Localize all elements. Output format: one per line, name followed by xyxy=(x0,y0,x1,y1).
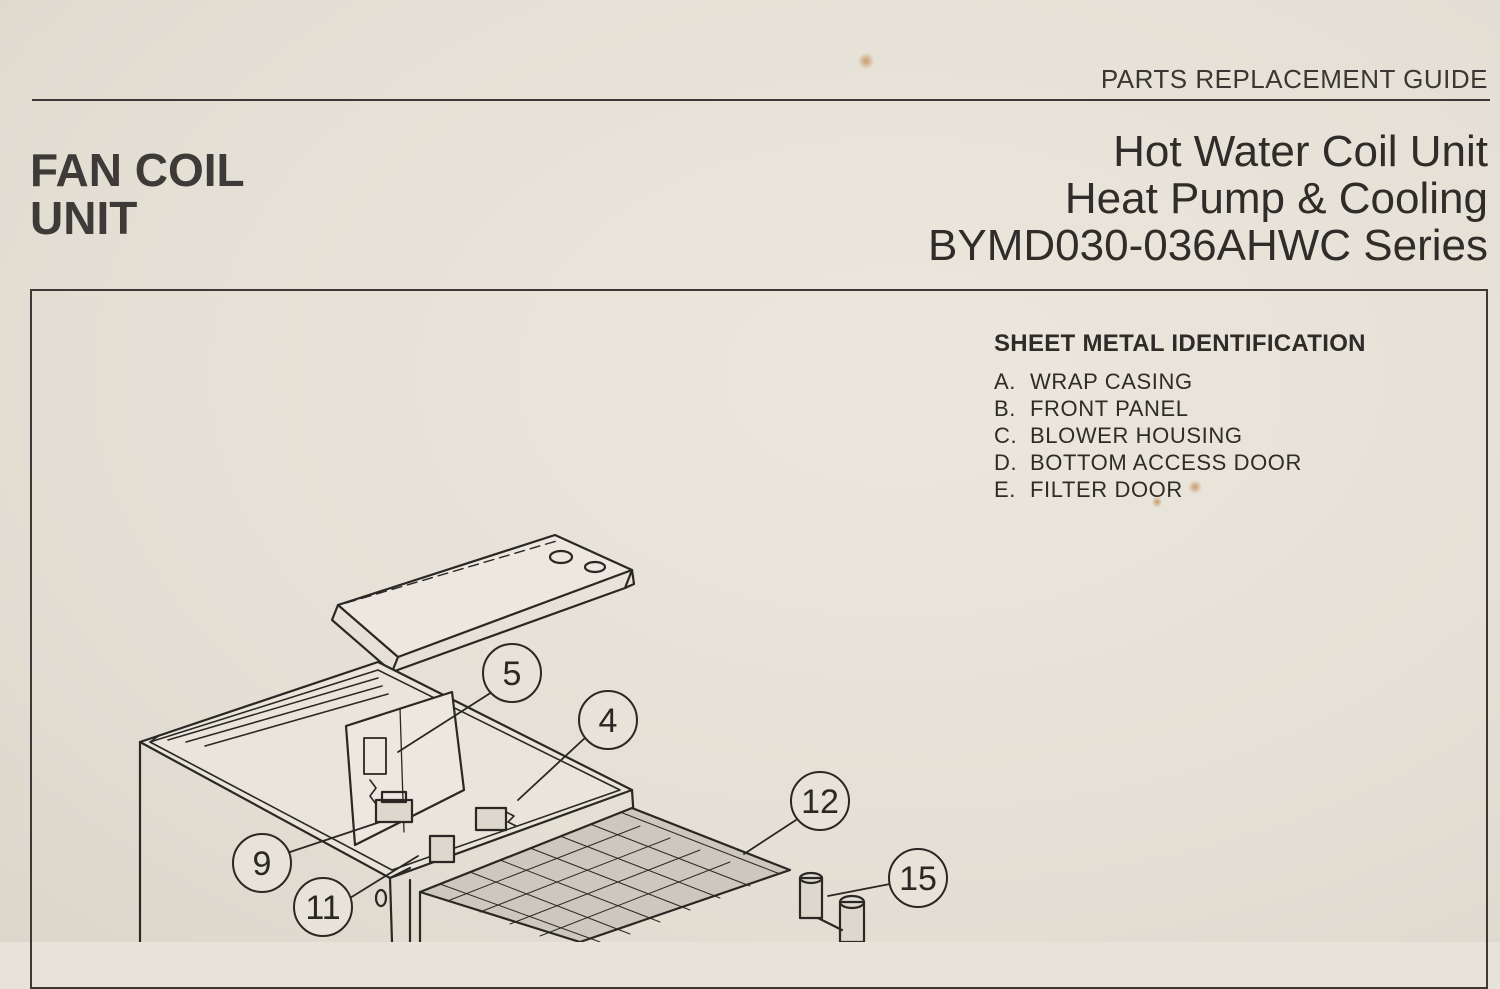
callout-label-5: 5 xyxy=(503,655,522,693)
callout-label-12: 12 xyxy=(801,783,839,821)
paper-stain xyxy=(858,52,874,70)
leader-lines xyxy=(289,691,891,899)
legend-item-label: BLOWER HOUSING xyxy=(1030,423,1243,448)
top-panel-plate xyxy=(330,533,636,674)
unit-line-1: Hot Water Coil Unit xyxy=(1113,127,1488,176)
callout-circle-4 xyxy=(578,690,638,750)
pipe-fittings xyxy=(798,871,866,942)
legend-item-letter: B. xyxy=(994,396,1016,421)
callout-circle-5 xyxy=(482,643,542,703)
legend-item-letter: D. xyxy=(994,450,1018,475)
callout-label-15: 15 xyxy=(899,860,937,898)
sheet-metal-legend: SHEET METAL IDENTIFICATION A. WRAP CASING… xyxy=(994,330,1366,503)
paper-stain xyxy=(1188,480,1202,494)
header-rule xyxy=(32,99,1490,101)
control-panel xyxy=(344,690,517,864)
legend-item: D. BOTTOM ACCESS DOOR xyxy=(994,449,1366,476)
document-title-line-2: UNIT xyxy=(30,192,138,244)
document-title-line-1: FAN COIL xyxy=(30,144,245,196)
document-title: FAN COIL UNIT xyxy=(30,146,245,242)
callout-label-11: 11 xyxy=(305,889,340,927)
legend-item-letter: C. xyxy=(994,423,1018,448)
unit-line-2: Heat Pump & Cooling xyxy=(1064,174,1488,223)
paper-stain xyxy=(1152,496,1162,508)
unit-line-3: BYMD030-036AHWC Series xyxy=(928,221,1488,270)
unit-description: Hot Water Coil Unit Heat Pump & Cooling … xyxy=(928,128,1488,269)
legend-item-label: WRAP CASING xyxy=(1030,369,1193,394)
legend-list: A. WRAP CASING B. FRONT PANEL C. BLOWER HOU… xyxy=(994,368,1366,503)
legend-item: A. WRAP CASING xyxy=(994,368,1366,395)
callout-label-9: 9 xyxy=(253,845,272,883)
legend-item: C. BLOWER HOUSING xyxy=(994,422,1366,449)
legend-item-letter: A. xyxy=(994,369,1016,394)
guide-label: PARTS REPLACEMENT GUIDE xyxy=(1100,64,1488,94)
legend-heading: SHEET METAL IDENTIFICATION xyxy=(994,330,1366,357)
callout-circle-15 xyxy=(888,848,948,908)
callout-circle-9 xyxy=(232,833,292,893)
callout-circle-11 xyxy=(293,877,353,937)
hot-water-coil xyxy=(418,806,792,942)
exploded-parts-diagram: 5 4 12 9 15 11 xyxy=(138,533,948,942)
legend-item-label: BOTTOM ACCESS DOOR xyxy=(1030,450,1302,475)
legend-item: B. FRONT PANEL xyxy=(994,395,1366,422)
callout-label-4: 4 xyxy=(599,702,618,740)
callout-circle-12 xyxy=(790,771,850,831)
legend-item: E.FILTER DOOR xyxy=(994,476,1366,503)
legend-item-letter: E. xyxy=(994,477,1016,502)
callout-circles xyxy=(232,643,948,937)
legend-item-label: FRONT PANEL xyxy=(1030,396,1189,421)
